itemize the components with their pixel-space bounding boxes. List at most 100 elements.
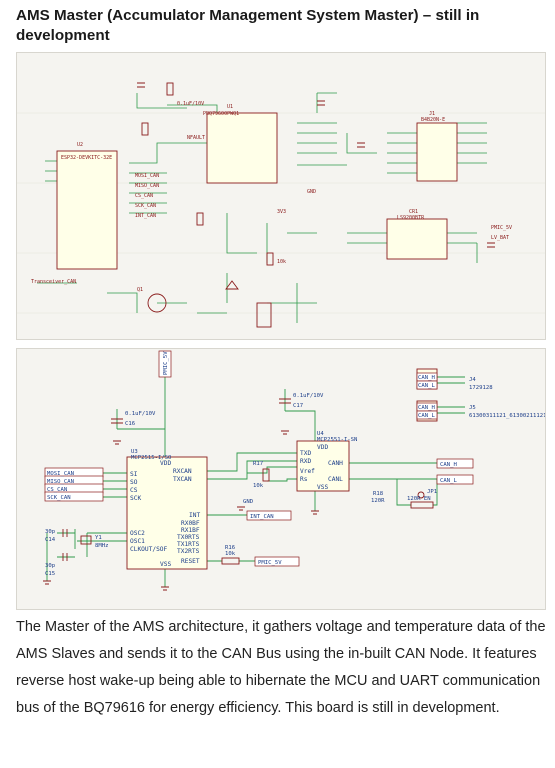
c17-ref: C17 <box>293 403 303 409</box>
u4-pin-rxd: RXD <box>300 458 311 465</box>
r18-ref: R18 <box>373 491 384 497</box>
net-cs: CS_CAN <box>135 193 153 199</box>
c15-ref: C15 <box>45 571 55 577</box>
schematic-bottom-image: MOSI_CAN MISO_CAN CS_CAN SCK_CAN INT_CAN… <box>16 348 546 610</box>
gnd-label: GND <box>243 499 254 505</box>
j4-part: 1729128 <box>469 385 493 391</box>
u4-pin-vref: Vref <box>300 468 315 475</box>
u3-ref: U3 <box>131 449 138 455</box>
jp1-val: 120R EN <box>407 496 431 502</box>
r17-ref: R17 <box>253 461 263 467</box>
u2-body <box>56 150 118 270</box>
u3-pin-so: SO <box>130 479 138 486</box>
u3-pin-tx1rts: TX1RTS <box>177 541 200 548</box>
u4-part: MCP2551-I-SN <box>317 437 357 443</box>
u4-pin-vss: VSS <box>317 484 328 491</box>
j4-can-l: CAN_L <box>418 383 435 389</box>
r17-val: 10k <box>253 483 264 489</box>
j5-part: 61300311121_61300211121 <box>469 413 545 419</box>
net-miso: MISO_CAN <box>47 479 74 485</box>
c14-val: 30p <box>45 529 56 535</box>
net-int: INT_CAN <box>135 213 156 219</box>
u4-pin-txd: TXD <box>300 450 311 457</box>
u4-ref: U4 <box>317 431 324 437</box>
c14-ref: C14 <box>45 537 56 543</box>
net-miso: MISO_CAN <box>135 183 159 189</box>
u3-pin-rxcan: RXCAN <box>173 468 192 475</box>
net-pmic-top: PMIC_5V <box>163 351 169 375</box>
net-mosi: MOSI_CAN <box>47 471 74 477</box>
net-sck: SCK_CAN <box>135 203 156 209</box>
cr1-body <box>386 218 448 260</box>
u2-ref: U2 <box>77 142 83 148</box>
net-can-h: CAN_H <box>440 462 457 468</box>
net-cs: CS_CAN <box>47 487 67 493</box>
jp1-ref: JP1 <box>427 489 437 495</box>
description-paragraph: The Master of the AMS architecture, it g… <box>16 619 546 716</box>
cr1-ref: CR1 <box>409 209 418 215</box>
net-int-can: INT_CAN <box>250 514 274 520</box>
j5-ref: J5 <box>469 405 476 411</box>
u3-pin-int: INT <box>189 512 200 519</box>
u4-pin-canl: CANL <box>328 476 343 483</box>
schematic-bottom-drawing: MOSI_CAN MISO_CAN CS_CAN SCK_CAN INT_CAN… <box>43 350 545 591</box>
u2-part: ESP32-DEVKITC-32E <box>61 155 112 161</box>
schematic-top-image: U2 ESP32-DEVKITC-32E U1 PBQ79600PWQ1 J1 … <box>16 52 546 340</box>
c16-ref: C16 <box>125 421 135 427</box>
net-mosi: MOSI_CAN <box>135 173 159 179</box>
u4-body <box>296 440 350 492</box>
u3-pin-tx0rts: TX0RTS <box>177 534 200 541</box>
net-sck: SCK_CAN <box>47 495 71 501</box>
cap-val: 0.1uF/10V <box>177 101 204 107</box>
j1-ref: J1 <box>429 111 435 117</box>
u4-pin-vdd: VDD <box>317 444 328 451</box>
net-bat: LV_BAT <box>491 235 509 241</box>
page-title: AMS Master (Accumulator Management Syste… <box>16 7 480 44</box>
r16-val: 10k <box>225 551 236 557</box>
u3-pin-tx2rts: TX2RTS <box>177 548 200 555</box>
c16-val: 0.1uF/10V <box>125 411 156 417</box>
u3-pin-osc2: OSC2 <box>130 530 145 537</box>
u3-pin-sck: SCK <box>130 495 141 502</box>
u1-body <box>206 112 278 184</box>
j1-part: B4B20N-E <box>421 117 445 123</box>
u3-pin-cs: CS <box>130 487 138 494</box>
u3-pin-rx1bf: RX1BF <box>181 527 200 534</box>
u3-pin-rx0bf: RX0BF <box>181 520 200 527</box>
j4-can-h: CAN_H <box>418 375 435 381</box>
u3-part: MCP2515-I/SO <box>131 455 172 461</box>
u1-ref: U1 <box>227 104 233 110</box>
net-pmic-bottom: PMIC_5V <box>258 560 282 566</box>
u4-pin-rs: Rs <box>300 476 308 483</box>
c15-val: 30p <box>45 563 56 569</box>
y1-val: 8MHz <box>95 543 108 549</box>
transceiver-label: Transceiver_CAN <box>31 279 76 285</box>
c17-val: 0.1uF/10V <box>293 393 324 399</box>
q1-ref: Q1 <box>137 287 143 293</box>
net-gnd: GND <box>307 189 316 195</box>
u3-pin-reset: RESET <box>181 558 200 565</box>
j5-can-h: CAN_H <box>418 405 435 411</box>
schematic-top-drawing: U2 ESP32-DEVKITC-32E U1 PBQ79600PWQ1 J1 … <box>17 82 545 328</box>
r16-ref: R16 <box>225 545 235 551</box>
res-val: 10k <box>277 259 286 265</box>
u3-pin-vdd: VDD <box>160 460 171 467</box>
u3-pin-txcan: TXCAN <box>173 476 192 483</box>
u3-pin-clkout: CLKOUT/SOF <box>130 546 168 553</box>
net-3v3: 3V3 <box>277 209 286 215</box>
net-nfault: NFAULT <box>187 135 205 141</box>
j4-ref: J4 <box>469 377 476 383</box>
j1-body <box>416 122 458 182</box>
u4-pin-canh: CANH <box>328 460 343 467</box>
r18-val: 120R <box>371 498 385 504</box>
u3-pin-osc1: OSC1 <box>130 538 145 545</box>
j5-can-l: CAN_L <box>418 413 435 419</box>
u3-pin-vss: VSS <box>160 561 171 568</box>
u3-body <box>126 456 208 570</box>
y1-ref: Y1 <box>95 535 102 541</box>
u1-part: PBQ79600PWQ1 <box>203 111 239 117</box>
net-can-l: CAN_L <box>440 478 457 484</box>
cr1-part: LS9200BTR <box>397 215 425 221</box>
net-pmic: PMIC_5V <box>491 225 512 231</box>
u3-pin-si: SI <box>130 471 138 478</box>
